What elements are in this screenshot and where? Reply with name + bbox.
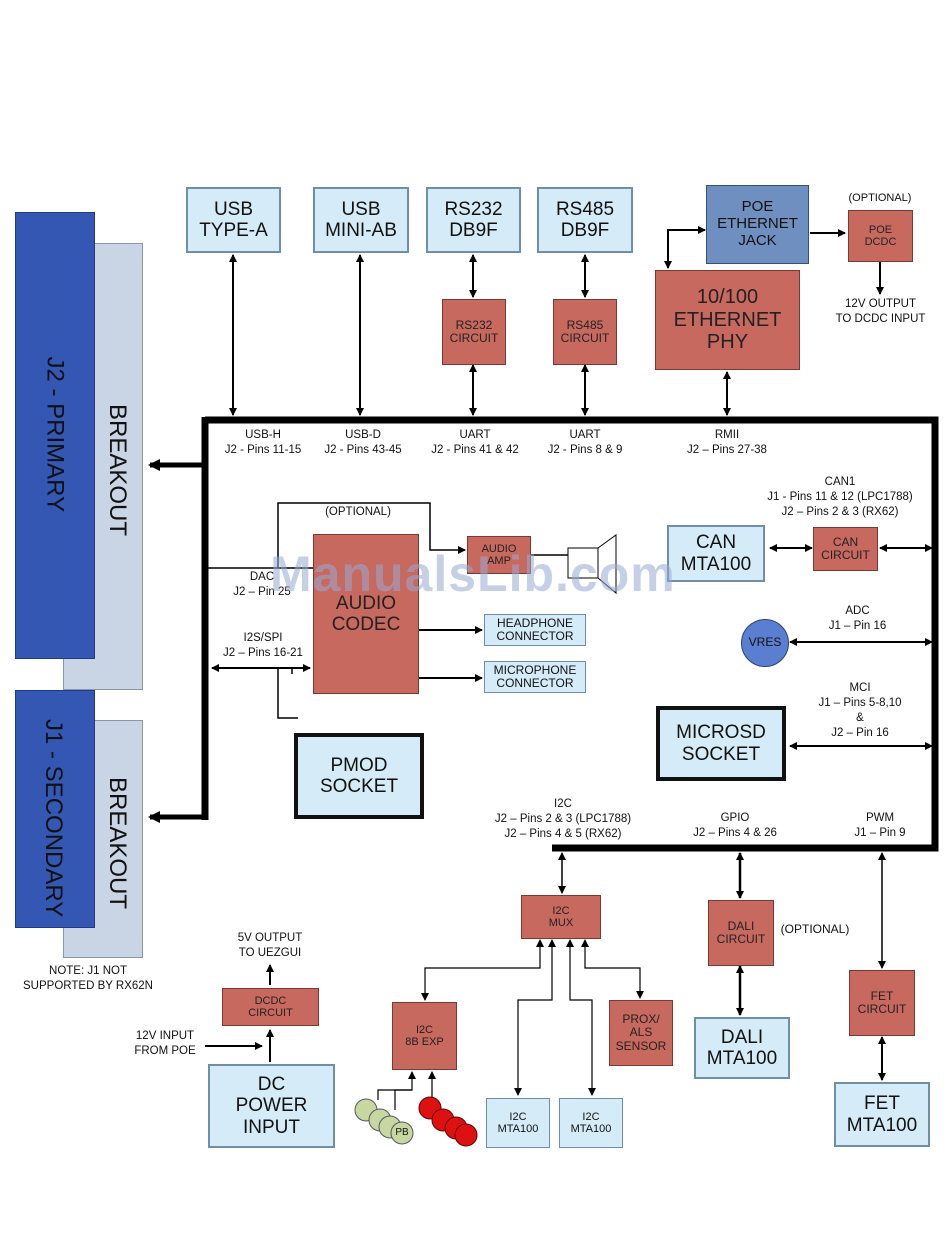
vres-circle: VRES xyxy=(741,619,789,667)
microsd-socket-box: MICROSD SOCKET xyxy=(656,706,786,781)
can1-label: CAN1 J1 - Pins 11 & 12 (LPC1788) J2 – Pi… xyxy=(767,476,913,518)
dcdc-circuit-box: DCDC CIRCUIT xyxy=(222,988,319,1026)
i2c-exp-box: I2C 8B EXP xyxy=(392,1002,457,1070)
dc-power-input-box: DC POWER INPUT xyxy=(208,1064,335,1148)
5v-output-label: 5V OUTPUT TO UEZGUI xyxy=(237,932,303,959)
poe-ethernet-jack-box: POE ETHERNET JACK xyxy=(706,185,809,264)
fet-mta100-box: FET MTA100 xyxy=(834,1082,930,1147)
pb-label: PB xyxy=(395,1127,409,1138)
poe-dcdc-box: POE DCDC xyxy=(848,210,913,262)
j1-secondary-connector xyxy=(15,690,95,928)
rs485-db9f-box: RS485 DB9F xyxy=(537,187,633,253)
i2c-label: I2C J2 – Pins 2 & 3 (LPC1788) J2 – Pins … xyxy=(494,798,632,840)
j1-note: NOTE: J1 NOT SUPPORTED BY RX62N xyxy=(23,965,153,992)
audio-amp-box: AUDIO AMP xyxy=(467,536,531,574)
dali-mta100-box: DALI MTA100 xyxy=(694,1017,790,1079)
pmod-socket-box: PMOD SOCKET xyxy=(294,733,424,819)
fet-circuit-box: FET CIRCUIT xyxy=(849,970,915,1036)
microphone-connector-box: MICROPHONE CONNECTOR xyxy=(484,661,586,693)
audio-codec-box: AUDIO CODEC xyxy=(313,534,419,694)
audio-optional-label: (OPTIONAL) xyxy=(325,506,391,518)
i2c-mta100-box-1: I2C MTA100 xyxy=(486,1098,550,1148)
dali-circuit-box: DALI CIRCUIT xyxy=(708,900,774,966)
headphone-connector-box: HEADPHONE CONNECTOR xyxy=(484,614,586,646)
j2-primary-connector xyxy=(15,212,95,659)
adc-label: ADC J1 – Pin 16 xyxy=(828,605,887,632)
dali-optional-label: (OPTIONAL) xyxy=(780,922,850,936)
poe-output-label: 12V OUTPUT TO DCDC INPUT xyxy=(835,298,926,325)
watermark: ManualsLib.com xyxy=(270,546,676,602)
rs485-circuit-box: RS485 CIRCUIT xyxy=(553,299,617,365)
poe-optional-label: (OPTIONAL) xyxy=(848,192,912,204)
12v-input-label: 12V INPUT FROM POE xyxy=(134,1030,196,1057)
i2s-spi-label: I2S/SPI J2 – Pins 16-21 xyxy=(223,632,303,659)
uart-label-2: UART J2 - Pins 8 & 9 xyxy=(547,429,623,456)
prox-als-sensor-box: PROX/ ALS SENSOR xyxy=(609,1000,673,1066)
rmii-label: RMII J2 – Pins 27-38 xyxy=(687,429,767,456)
can-mta100-box: CAN MTA100 xyxy=(667,525,765,582)
pwm-label: PWM J1 – Pin 9 xyxy=(854,812,906,839)
led-group xyxy=(418,1096,478,1147)
usb-mini-ab-box: USB MINI-AB xyxy=(313,187,409,253)
mci-label: MCI J1 – Pins 5-8,10 & J2 – Pin 16 xyxy=(818,682,902,739)
rs232-circuit-box: RS232 CIRCUIT xyxy=(442,299,506,365)
i2c-mta100-box-2: I2C MTA100 xyxy=(559,1098,623,1148)
usb-h-label: USB-H J2 - Pins 11-15 xyxy=(224,429,302,456)
can-circuit-box: CAN CIRCUIT xyxy=(813,527,878,571)
gpio-label: GPIO J2 – Pins 4 & 26 xyxy=(693,812,777,839)
usb-d-label: USB-D J2 - Pins 43-45 xyxy=(324,429,402,456)
i2c-mux-box: I2C MUX xyxy=(521,895,601,939)
rs232-db9f-box: RS232 DB9F xyxy=(426,187,521,253)
uart-label-1: UART J2 - Pins 41 & 42 xyxy=(431,429,519,456)
dac-label: DAC J2 – Pin 25 xyxy=(233,571,291,598)
usb-type-a-box: USB TYPE-A xyxy=(186,187,281,253)
ethernet-phy-box: 10/100 ETHERNET PHY xyxy=(655,270,800,370)
pb-button-group xyxy=(354,1098,414,1145)
